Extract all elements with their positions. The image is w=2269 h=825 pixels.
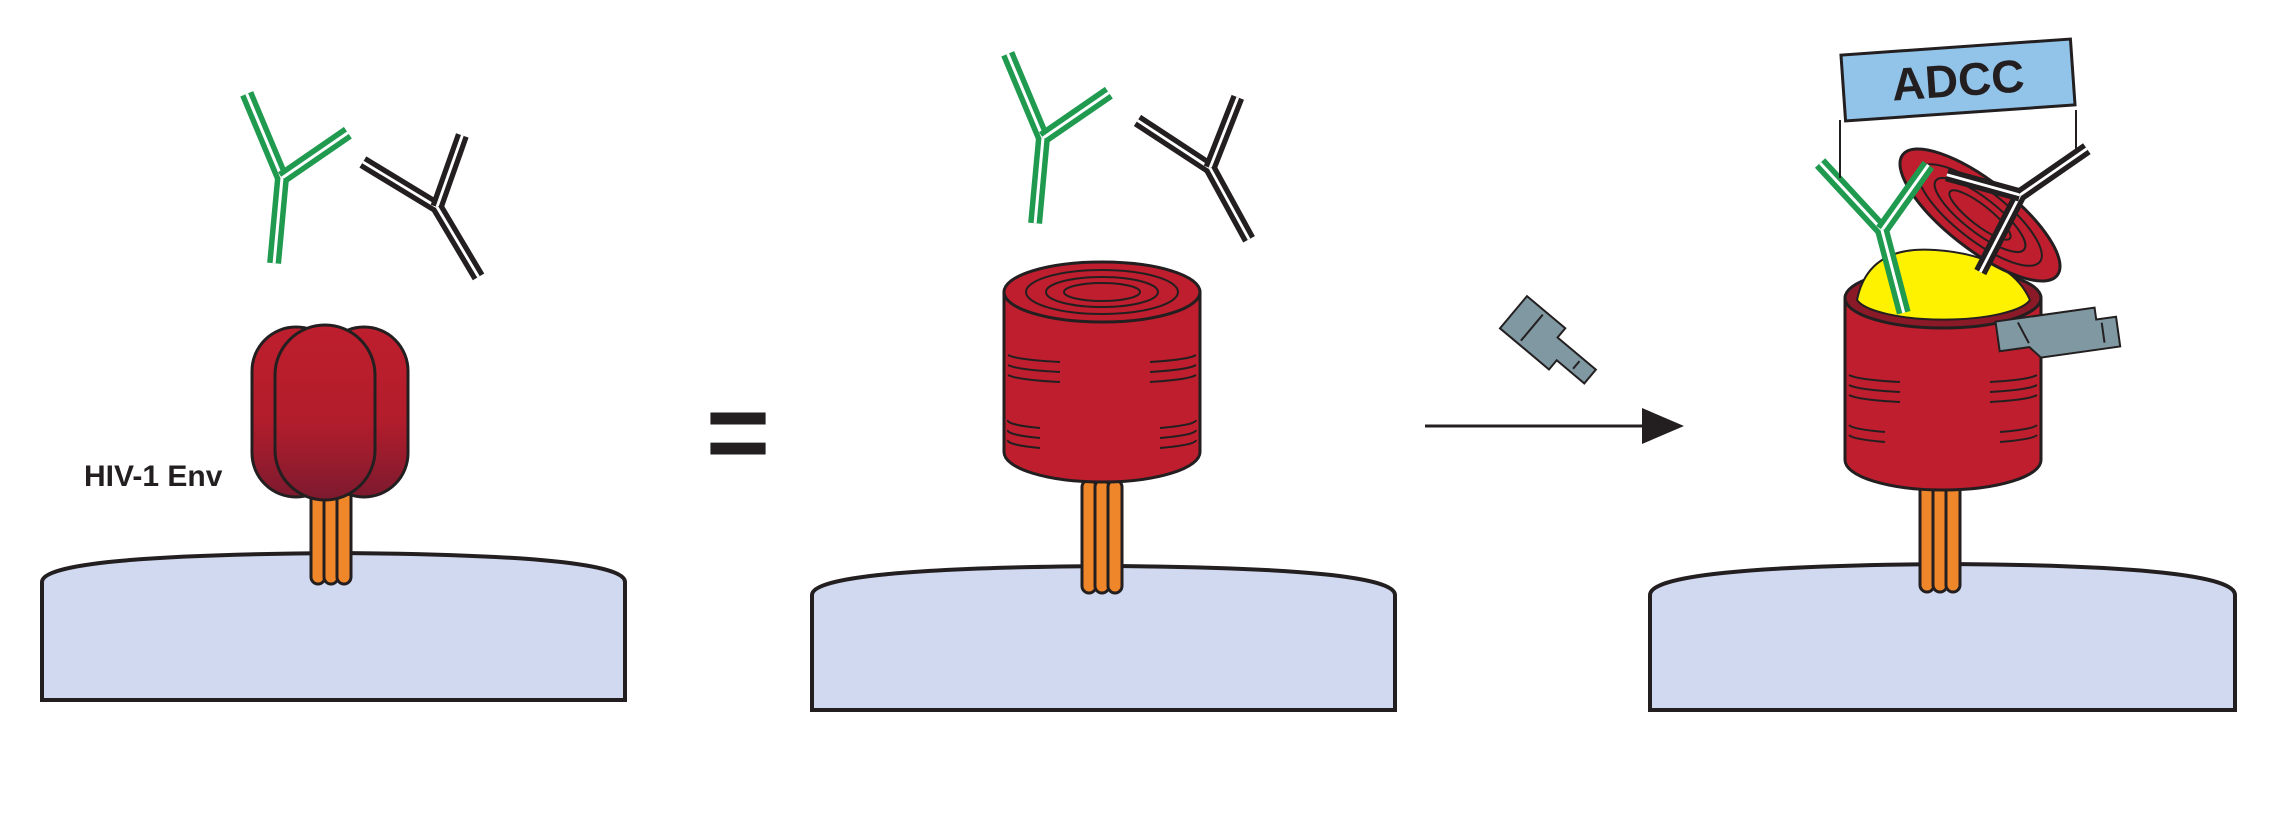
adcc-label: ADCC [1890, 49, 2026, 110]
hiv-env-trimer [250, 323, 410, 502]
env-stalk-2 [1080, 478, 1124, 595]
adcc-box: ADCC [1839, 37, 2077, 123]
antibody-black-icon [1138, 82, 1289, 261]
equals-sign: = [706, 371, 770, 494]
can-opener-icon [1498, 294, 1598, 385]
panel-native-env: HIV-1 Env [40, 94, 627, 702]
antibody-green-icon [974, 54, 1112, 233]
open-can [1843, 248, 2043, 492]
antibody-black-icon [363, 121, 518, 301]
panel-open-can: ADCC [1648, 37, 2237, 712]
closed-can [1002, 260, 1202, 484]
can-opener-icon [1994, 306, 2122, 359]
panel-closed-can [810, 54, 1397, 712]
env-label: HIV-1 Env [84, 460, 223, 493]
antibody-green-icon [213, 94, 351, 273]
env-stalk-3 [1918, 468, 1962, 594]
